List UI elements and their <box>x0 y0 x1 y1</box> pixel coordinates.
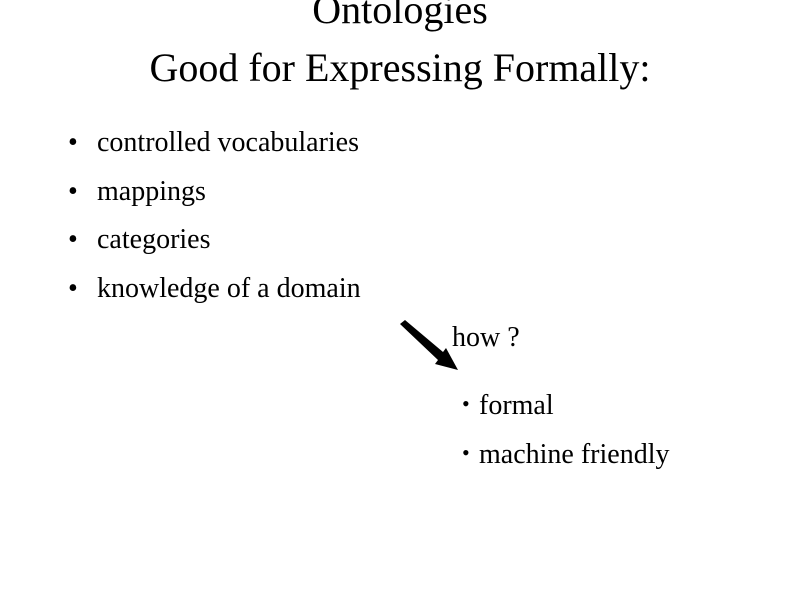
bullet-text: categories <box>97 224 211 255</box>
bullet-icon: • <box>68 175 78 207</box>
sub-bullet-text: formal <box>479 390 554 421</box>
how-label: how ? <box>452 322 520 353</box>
slide-title-line-2: Good for Expressing Formally: <box>149 45 651 90</box>
arrow-down-right-icon <box>400 320 458 370</box>
sub-bullet-text: machine friendly <box>479 439 670 470</box>
bullet-icon: • <box>68 272 78 304</box>
bullet-text: knowledge of a domain <box>97 272 361 304</box>
bullet-icon: • <box>68 224 78 255</box>
bullet-text: mappings <box>97 175 206 207</box>
bullet-icon: • <box>68 127 78 158</box>
bullet-icon: • <box>462 391 470 416</box>
bullet-icon: • <box>462 440 470 465</box>
bullet-text: controlled vocabularies <box>97 127 360 158</box>
slide-title-line-1: Ontologies <box>312 0 488 32</box>
